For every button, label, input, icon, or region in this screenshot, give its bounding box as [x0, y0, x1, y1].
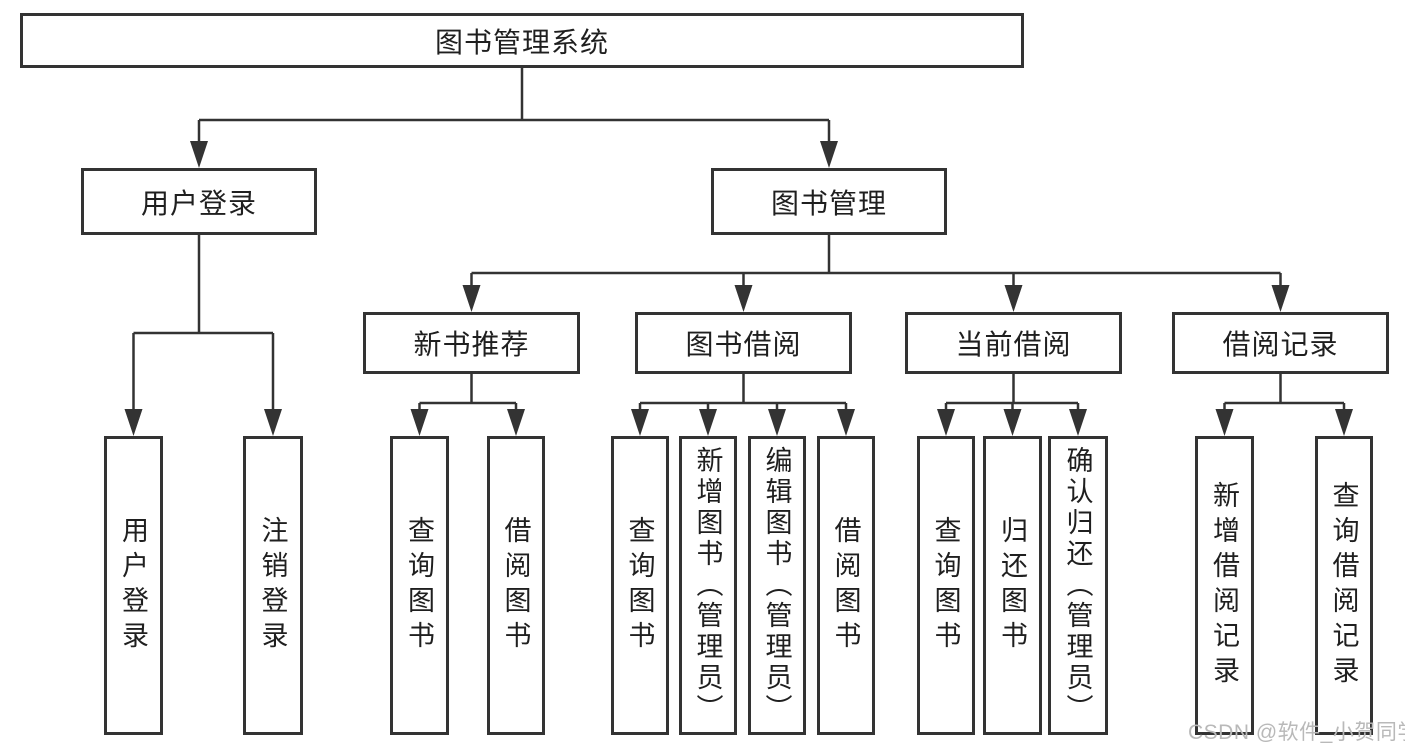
leaf-borrow-books: 借阅图书	[817, 436, 875, 735]
arrowhead-icon	[124, 409, 143, 436]
leaf-borrow-books: 借阅图书	[487, 436, 545, 735]
arrowhead-icon	[1069, 409, 1087, 436]
arrowhead-icon	[1004, 285, 1023, 312]
arrowhead-icon	[1335, 409, 1353, 436]
leaf-query-borrow-record: 查询借阅记录	[1315, 436, 1373, 735]
arrowhead-icon	[734, 285, 753, 312]
arrowhead-icon	[410, 409, 429, 436]
arrowhead-icon	[1215, 409, 1234, 436]
arrowhead-icon	[462, 285, 481, 312]
node-library-management-system: 图书管理系统	[20, 13, 1024, 68]
arrowhead-icon	[937, 409, 955, 436]
arrowhead-icon	[768, 409, 786, 436]
arrowhead-icon	[837, 409, 855, 436]
leaf-query-books: 查询图书	[390, 436, 449, 735]
arrowhead-icon	[699, 409, 717, 436]
node-book-borrowing: 图书借阅	[635, 312, 852, 374]
arrowhead-icon	[820, 141, 838, 168]
leaf-query-books: 查询图书	[611, 436, 669, 735]
leaf-confirm-return-admin: 确认归还（管理员）	[1048, 436, 1108, 735]
leaf-add-borrow-record: 新增借阅记录	[1195, 436, 1254, 735]
leaf-query-books: 查询图书	[917, 436, 975, 735]
arrowhead-icon	[264, 409, 282, 436]
arrowhead-icon	[1003, 409, 1022, 436]
arrowhead-icon	[1271, 285, 1290, 312]
arrowhead-icon	[190, 141, 208, 168]
leaf-logout: 注销登录	[243, 436, 303, 735]
arrowhead-icon	[507, 409, 525, 436]
node-new-book-recommendation: 新书推荐	[363, 312, 580, 374]
watermark: CSDN @软件_小贺同学	[1188, 721, 1405, 744]
leaf-return-books: 归还图书	[983, 436, 1042, 735]
arrowhead-icon	[631, 409, 649, 436]
node-book-management: 图书管理	[711, 168, 947, 235]
leaf-user-login: 用户登录	[104, 436, 163, 735]
node-current-borrowing: 当前借阅	[905, 312, 1122, 374]
leaf-edit-books-admin: 编辑图书（管理员）	[748, 436, 806, 735]
node-borrowing-records: 借阅记录	[1172, 312, 1389, 374]
node-user-login: 用户登录	[81, 168, 317, 235]
leaf-add-books-admin: 新增图书（管理员）	[679, 436, 737, 735]
